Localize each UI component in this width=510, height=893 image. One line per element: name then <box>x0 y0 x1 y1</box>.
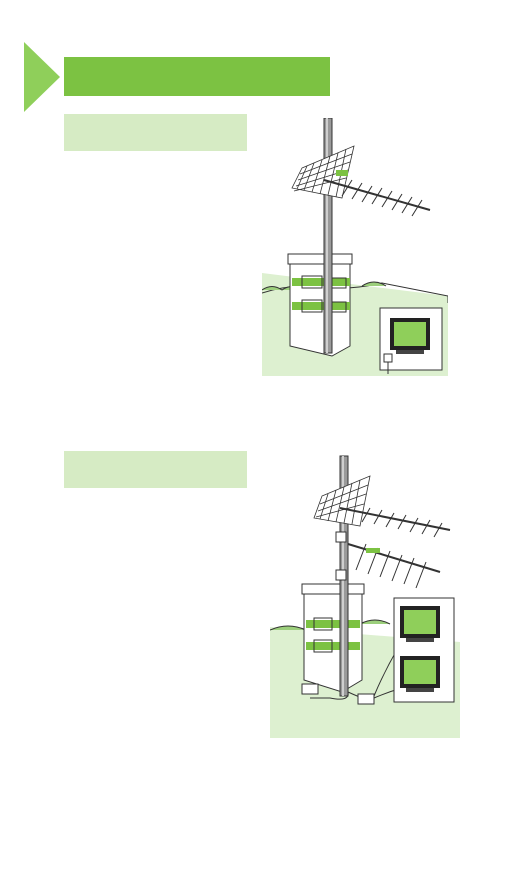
arrow-icon <box>24 42 60 112</box>
section-heading-1 <box>64 114 247 151</box>
page-title <box>64 57 330 96</box>
section-heading-2 <box>64 451 247 488</box>
aerial-illustration-1 <box>262 118 448 376</box>
aerial-illustration-2 <box>270 455 460 738</box>
